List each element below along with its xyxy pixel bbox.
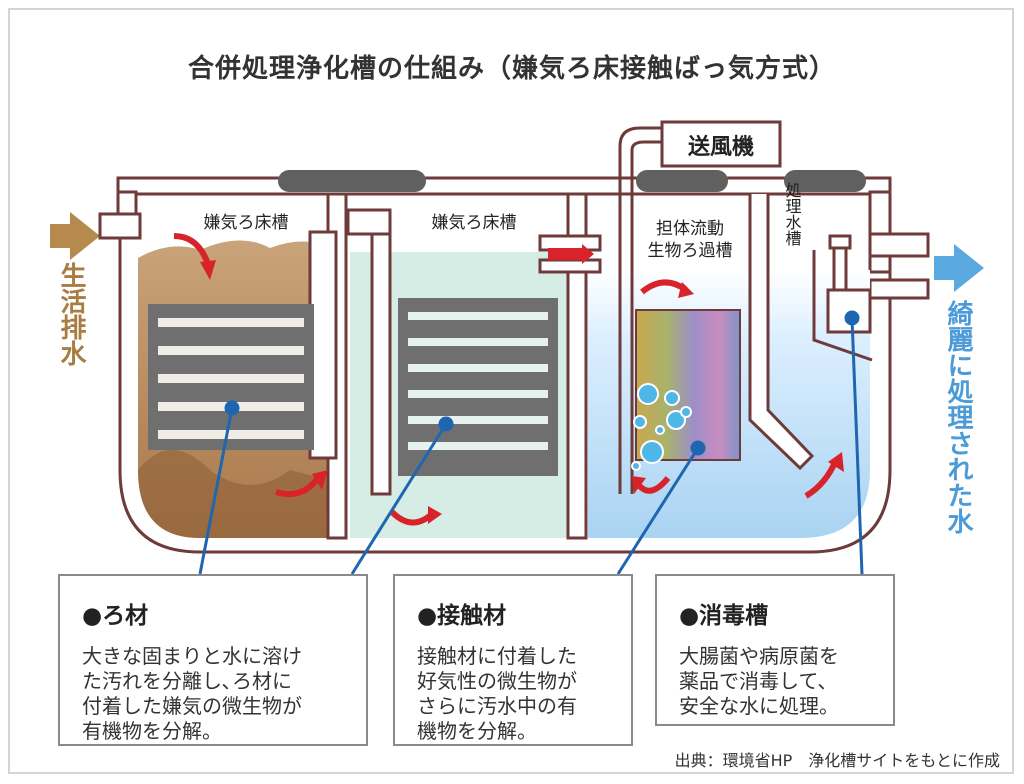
contact-media-title: ●接触材 bbox=[417, 603, 507, 629]
treated-tank-wall bbox=[748, 194, 815, 471]
bubble-icon bbox=[631, 383, 692, 471]
outflow-pipe bbox=[868, 232, 930, 258]
disinfection-tank-body: 大腸菌や病原菌を 薬品で消毒して、 安全な水に処理。 bbox=[679, 644, 839, 718]
partition-wall bbox=[566, 192, 588, 540]
manhole-lid bbox=[636, 170, 728, 192]
baffle bbox=[308, 230, 338, 460]
air-pipe bbox=[618, 126, 664, 494]
manhole-lid bbox=[784, 170, 866, 192]
leader-line bbox=[198, 310, 864, 575]
disinfection-tank-title: ●消毒槽 bbox=[679, 603, 769, 629]
blower-box bbox=[660, 120, 782, 168]
filter-media-title: ●ろ材 bbox=[82, 603, 149, 629]
inflow-arrow-icon bbox=[50, 212, 100, 260]
manhole-lid bbox=[278, 170, 426, 192]
inflow-pipe bbox=[98, 212, 142, 240]
filter-media bbox=[148, 304, 314, 450]
blower-label: 送風機 bbox=[688, 134, 754, 160]
tank-top-deck bbox=[116, 176, 892, 196]
tank-3-label-line-2: 生物ろ過槽 bbox=[648, 241, 733, 261]
filter-media-description: ●ろ材 大きな固まりと水に溶け た汚れを分離し､ろ材に 付着した嫌気の微生物が … bbox=[58, 574, 368, 746]
contact-media-description: ●接触材 接触材に付着した 好気性の微生物が さらに汚水中の有 機物を分解。 bbox=[393, 574, 633, 746]
outflow-label: 綺麗に処理された水 bbox=[943, 299, 973, 534]
disinfection-tank-description: ●消毒槽 大腸菌や病原菌を 薬品で消毒して、 安全な水に処理。 bbox=[655, 574, 895, 726]
tank-3-label-line-1: 担体流動 bbox=[656, 219, 724, 239]
partition-wall bbox=[370, 208, 392, 496]
filter-media bbox=[398, 298, 558, 476]
filter-media-body: 大きな固まりと水に溶け た汚れを分離し､ろ材に 付着した嫌気の微生物が 有機物を… bbox=[82, 644, 302, 743]
tank-2-label: 嫌気ろ床槽 bbox=[432, 213, 517, 233]
transfer-pipe bbox=[538, 234, 602, 252]
source-credit: 出典：環境省HP 浄化槽サイトをもとに作成 bbox=[674, 751, 1000, 770]
outflow-arrow-icon bbox=[934, 244, 984, 292]
diagram-title: 合併処理浄化槽の仕組み（嫌気ろ床接触ばっ気方式） bbox=[187, 54, 836, 84]
inflow-label: 生活排水 bbox=[56, 262, 86, 366]
tank-1-label: 嫌気ろ床槽 bbox=[204, 213, 289, 233]
disinfection-unit bbox=[828, 234, 852, 250]
tank-4-label: 処理水槽 bbox=[783, 182, 802, 246]
contact-media-body: 接触材に付着した 好気性の微生物が さらに汚水中の有 機物を分解。 bbox=[417, 644, 577, 743]
